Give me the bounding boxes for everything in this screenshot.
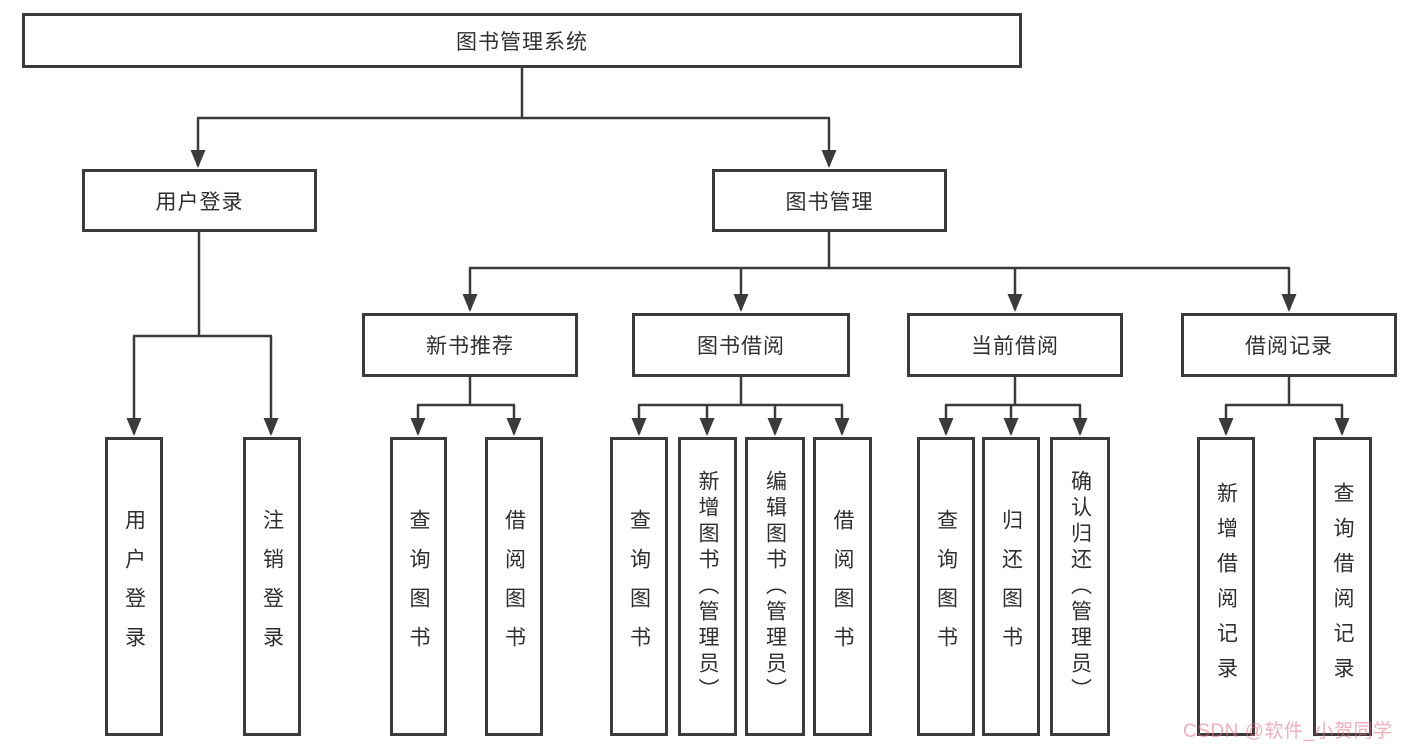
leaf-cb-confirm-return-label: 确认归还（管理员） (1068, 469, 1092, 704)
leaf-bb-add-books: 新增图书（管理员） (678, 437, 737, 736)
node-new-book-recommend: 新书推荐 (362, 313, 578, 377)
leaf-rec-borrow-books-label: 借阅图书 (502, 508, 526, 665)
leaf-rec-borrow-books: 借阅图书 (485, 437, 543, 736)
leaf-logout-label: 注销登录 (260, 508, 284, 665)
leaf-br-add-record: 新增借阅记录 (1197, 437, 1255, 736)
node-library-system: 图书管理系统 (22, 13, 1022, 68)
leaf-bb-borrow-books: 借阅图书 (813, 437, 872, 736)
leaf-cb-confirm-return: 确认归还（管理员） (1050, 437, 1110, 736)
leaf-cb-query-books-label: 查询图书 (934, 508, 958, 665)
leaf-rec-query-books-label: 查询图书 (407, 508, 430, 665)
leaf-br-query-record: 查询借阅记录 (1313, 437, 1372, 736)
node-book-borrowing: 图书借阅 (632, 313, 850, 377)
node-user-login: 用户登录 (82, 169, 317, 232)
leaf-logout: 注销登录 (243, 437, 301, 736)
leaf-rec-query-books: 查询图书 (390, 437, 447, 736)
leaf-br-add-record-label: 新增借阅记录 (1214, 481, 1238, 692)
leaf-cb-query-books: 查询图书 (917, 437, 975, 736)
leaf-bb-add-books-label: 新增图书（管理员） (696, 469, 719, 704)
node-current-borrowing: 当前借阅 (907, 313, 1123, 377)
leaf-cb-return-books-label: 归还图书 (999, 508, 1023, 665)
node-borrowing-records: 借阅记录 (1181, 313, 1397, 377)
leaf-bb-edit-books-label: 编辑图书（管理员） (763, 469, 787, 704)
leaf-br-query-record-label: 查询借阅记录 (1331, 481, 1354, 692)
leaf-bb-edit-books: 编辑图书（管理员） (745, 437, 805, 736)
leaf-bb-query-books-label: 查询图书 (627, 508, 651, 665)
csdn-watermark: CSDN @软件_小贺同学 (1183, 721, 1393, 742)
leaf-user-login: 用户登录 (105, 437, 163, 736)
leaf-cb-return-books: 归还图书 (982, 437, 1040, 736)
node-book-management: 图书管理 (712, 169, 947, 232)
leaf-user-login-label: 用户登录 (122, 508, 146, 665)
leaf-bb-query-books: 查询图书 (610, 437, 668, 736)
leaf-bb-borrow-books-label: 借阅图书 (831, 508, 854, 665)
